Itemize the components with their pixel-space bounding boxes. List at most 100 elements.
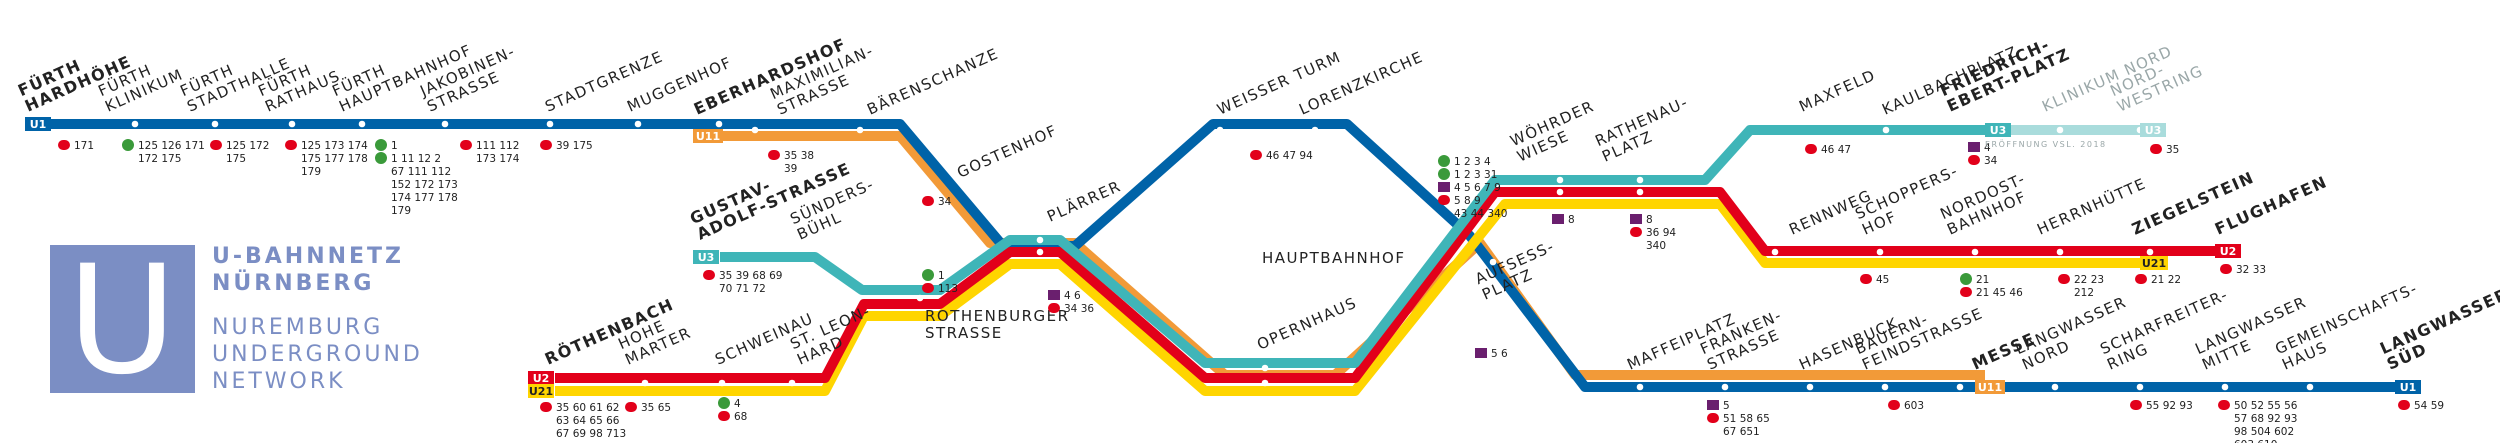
station-dot[interactable] xyxy=(2221,383,2229,391)
connection-block: 34 xyxy=(922,196,952,208)
station-dot[interactable] xyxy=(441,120,449,128)
station-dot[interactable] xyxy=(856,126,864,134)
line-badge-u21-east: U21 xyxy=(2140,256,2168,270)
station-dot[interactable] xyxy=(964,186,972,194)
station-dot[interactable] xyxy=(1882,126,1890,134)
line-u1 xyxy=(40,119,2395,392)
station-dot[interactable] xyxy=(1636,383,1644,391)
station-dot[interactable] xyxy=(2306,383,2314,391)
station-dot[interactable] xyxy=(1636,176,1644,184)
connection-lines: 54 59 xyxy=(2414,400,2444,412)
station-dot[interactable] xyxy=(1261,379,1269,387)
regional-train-icon xyxy=(1960,273,1972,285)
station-dot[interactable] xyxy=(715,120,723,128)
station-dot[interactable] xyxy=(1721,383,1729,391)
connection-lines: 45 xyxy=(1876,274,1889,286)
bus-icon xyxy=(2150,144,2162,154)
station-dot[interactable] xyxy=(916,294,924,302)
station-dot[interactable] xyxy=(1261,364,1269,372)
connection-block: 5 6 xyxy=(1475,348,1508,360)
svg-text:U1: U1 xyxy=(30,118,47,131)
station-dot[interactable] xyxy=(1311,126,1319,134)
connection-lines: 39 175 xyxy=(556,140,593,152)
connection-lines: 55 92 93 xyxy=(2146,400,2193,412)
station-dot[interactable] xyxy=(718,379,726,387)
station-dot[interactable] xyxy=(1876,248,1884,256)
station-dot[interactable] xyxy=(2056,126,2064,134)
station-dot[interactable] xyxy=(1971,248,1979,256)
station-dot[interactable] xyxy=(1771,248,1779,256)
station-dot[interactable] xyxy=(211,120,219,128)
bus-icon xyxy=(1960,287,1972,297)
station-dot[interactable] xyxy=(1216,126,1224,134)
svg-text:U21: U21 xyxy=(2142,257,2166,270)
station-dot[interactable] xyxy=(1036,236,1044,244)
station-dot[interactable] xyxy=(634,120,642,128)
line-badge-u3-planned-end: U3 xyxy=(2140,123,2166,137)
line-badge-u3-east: U3 xyxy=(1985,123,2011,137)
station-dot[interactable] xyxy=(931,126,939,134)
station-dot[interactable] xyxy=(1806,383,1814,391)
station-dot[interactable] xyxy=(358,120,366,128)
connection-lines: 21 22 xyxy=(2151,274,2181,286)
station-dot[interactable] xyxy=(2051,383,2059,391)
station-dot[interactable] xyxy=(2146,248,2154,256)
station-dot[interactable] xyxy=(1556,176,1564,184)
station-dot[interactable] xyxy=(751,126,759,134)
connection-block: 8 xyxy=(1552,214,1575,226)
station-dot[interactable] xyxy=(788,379,796,387)
connection-block: 45 xyxy=(1860,274,1889,286)
station-dot[interactable] xyxy=(851,379,859,387)
station-dot[interactable] xyxy=(1489,258,1497,266)
station-dot[interactable] xyxy=(846,253,854,261)
line-u21 xyxy=(555,199,2155,396)
station-label: GOSTENHOF xyxy=(954,121,1060,181)
connection-block: 46 47 xyxy=(1805,144,1851,156)
station-dot[interactable] xyxy=(1556,188,1564,196)
line-badge-u2-west: U2 xyxy=(528,371,554,385)
bus-icon xyxy=(58,140,70,150)
bus-icon xyxy=(922,196,934,206)
svg-text:U1: U1 xyxy=(2400,381,2417,394)
station-dot[interactable] xyxy=(1636,188,1644,196)
connection-lines: 32 33 xyxy=(2236,264,2266,276)
logo-en-line3: NETWORK xyxy=(212,369,346,394)
bus-icon xyxy=(2135,274,2147,284)
station-dot[interactable] xyxy=(1956,383,1964,391)
svg-text:U2: U2 xyxy=(533,372,550,385)
station-label: BÄRENSCHANZE xyxy=(864,43,1002,118)
logo-en-line1: NUREMBURG xyxy=(212,315,383,340)
connection-block: 46 47 94 xyxy=(1250,150,1313,162)
station-dot[interactable] xyxy=(641,379,649,387)
station-dot[interactable] xyxy=(1881,383,1889,391)
station-dot[interactable] xyxy=(2056,248,2064,256)
station-dot[interactable] xyxy=(1036,248,1044,256)
station-dot[interactable] xyxy=(546,120,554,128)
station-dot[interactable] xyxy=(288,120,296,128)
connection-block: 54 59 xyxy=(2398,400,2444,412)
station-dot[interactable] xyxy=(2136,383,2144,391)
station-dot[interactable] xyxy=(131,120,139,128)
bus-icon xyxy=(625,402,637,412)
svg-text:U2: U2 xyxy=(2220,245,2237,258)
